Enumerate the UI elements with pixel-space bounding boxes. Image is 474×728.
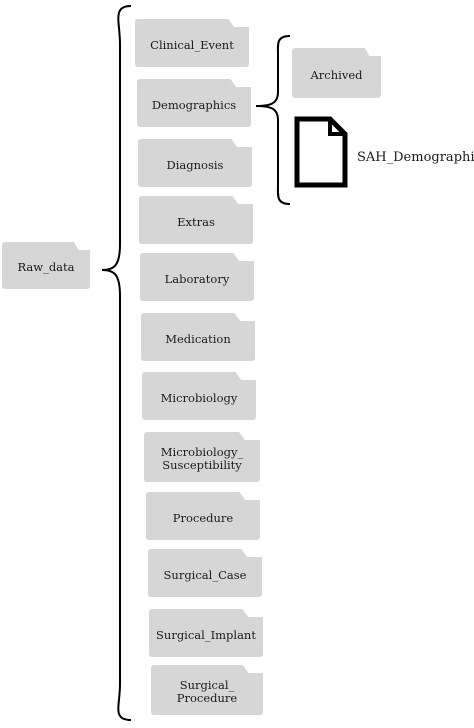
folder-surgical-implant-label: Surgical_Implant <box>156 627 256 642</box>
sah-demographics-file-label[interactable]: SAH_Demographics <box>357 150 474 165</box>
folder-laboratory[interactable]: Laboratory <box>140 253 254 301</box>
subfolders-brace <box>101 5 132 721</box>
folder-medication-label: Medication <box>165 331 231 346</box>
folder-surgical-case-label: Surgical_Case <box>163 567 247 582</box>
demographics-brace <box>255 35 291 205</box>
folder-demographics-label: Demographics <box>151 97 237 112</box>
folder-demographics[interactable]: Demographics <box>137 79 251 127</box>
folder-clinical-event[interactable]: Clinical_Event <box>135 19 249 67</box>
archived-folder-label: Archived <box>310 67 363 82</box>
folder-surgical-procedure-label: Surgical_ Procedure <box>176 678 238 705</box>
archived-folder[interactable]: Archived <box>292 48 381 98</box>
document-icon[interactable] <box>294 116 348 188</box>
folder-laboratory-label: Laboratory <box>164 271 230 286</box>
folder-extras-label: Extras <box>177 214 215 229</box>
folder-microbiology-label: Microbiology <box>160 390 238 405</box>
folder-microbiology-susceptibility[interactable]: Microbiology_ Susceptibility <box>144 432 260 482</box>
folder-medication[interactable]: Medication <box>141 313 255 361</box>
folder-diagnosis[interactable]: Diagnosis <box>138 139 252 187</box>
folder-diagnosis-label: Diagnosis <box>166 157 224 172</box>
folder-extras[interactable]: Extras <box>139 196 253 244</box>
raw-data-folder[interactable]: Raw_data <box>2 242 90 289</box>
folder-surgical-procedure[interactable]: Surgical_ Procedure <box>151 665 263 715</box>
folder-procedure[interactable]: Procedure <box>146 492 260 540</box>
folder-clinical-event-label: Clinical_Event <box>150 37 234 52</box>
folder-surgical-case[interactable]: Surgical_Case <box>148 549 262 597</box>
folder-microbiology-susceptibility-label: Microbiology_ Susceptibility <box>160 445 244 472</box>
folder-microbiology[interactable]: Microbiology <box>142 372 256 420</box>
folder-procedure-label: Procedure <box>172 510 234 525</box>
raw-data-folder-label: Raw_data <box>17 260 75 274</box>
folder-surgical-implant[interactable]: Surgical_Implant <box>149 609 263 657</box>
